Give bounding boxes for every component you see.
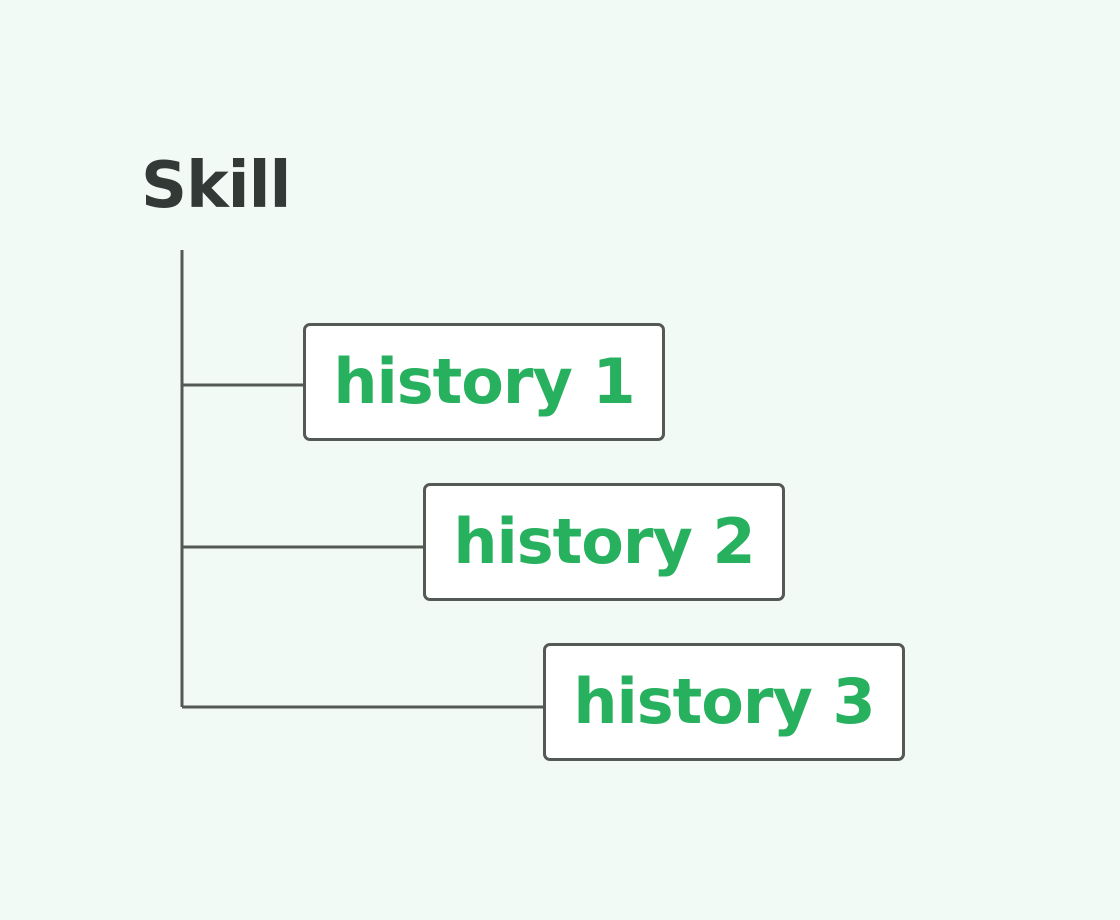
child-node-label: history 3 xyxy=(573,665,875,738)
child-node-history-3: history 3 xyxy=(543,643,905,761)
child-node-history-2: history 2 xyxy=(423,483,785,601)
root-node-label: Skill xyxy=(141,149,291,223)
child-node-history-1: history 1 xyxy=(303,323,665,441)
child-node-label: history 2 xyxy=(453,505,755,578)
child-node-label: history 1 xyxy=(333,345,635,418)
